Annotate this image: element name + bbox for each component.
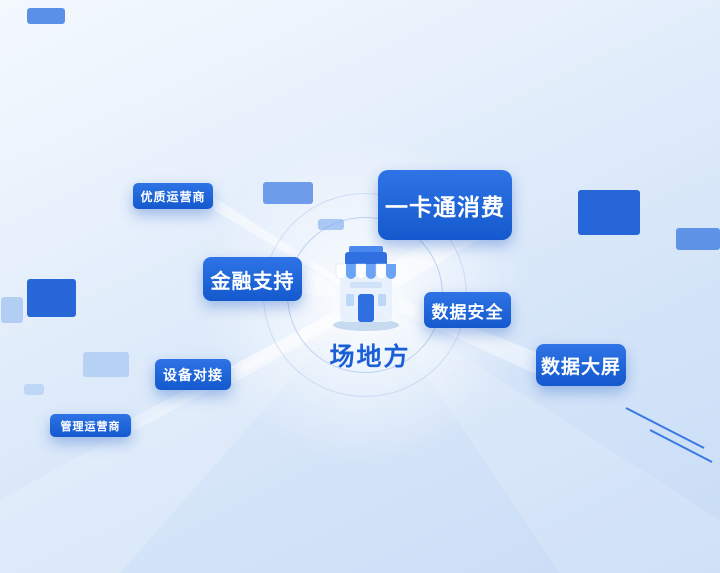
node-label: 一卡通消费	[385, 194, 505, 220]
node-label: 设备对接	[163, 366, 223, 383]
beam-to-device	[232, 308, 346, 384]
decor-rect	[83, 352, 129, 377]
background-ray	[375, 300, 720, 573]
node-label: 优质运营商	[140, 189, 206, 204]
diagonal-line	[649, 429, 713, 463]
diagonal-line	[625, 407, 705, 449]
node-label: 数据大屏	[540, 356, 621, 378]
decor-rect	[24, 384, 44, 395]
node-data-dashboard[interactable]: 数据大屏	[536, 344, 626, 386]
decor-rect	[263, 182, 313, 204]
decor-rect	[1, 297, 23, 323]
node-device-integration[interactable]: 设备对接	[155, 359, 231, 390]
decor-rect	[27, 279, 76, 317]
decor-rect	[318, 219, 344, 230]
node-onecard-payment[interactable]: 一卡通消费	[378, 170, 512, 240]
node-financial-support[interactable]: 金融支持	[203, 257, 302, 301]
node-premium-operator[interactable]: 优质运营商	[133, 183, 213, 209]
decor-rect	[676, 228, 720, 250]
node-label: 数据安全	[431, 302, 504, 322]
storefront-icon	[333, 246, 399, 331]
decor-rect	[27, 8, 65, 24]
node-data-security[interactable]: 数据安全	[424, 292, 511, 328]
decor-rect	[578, 190, 640, 235]
node-label: 管理运营商	[60, 420, 121, 433]
beam-to-manage	[132, 312, 338, 432]
beam-to-finance	[302, 266, 336, 297]
node-management-operator[interactable]: 管理运营商	[50, 414, 131, 437]
node-label: 金融支持	[210, 270, 295, 293]
beam-to-onecard	[383, 240, 478, 288]
center-venue-label: 场地方	[329, 343, 411, 371]
background-ray	[0, 300, 360, 573]
beam-to-premium	[214, 197, 352, 293]
center-icon-wrapper	[320, 240, 412, 332]
